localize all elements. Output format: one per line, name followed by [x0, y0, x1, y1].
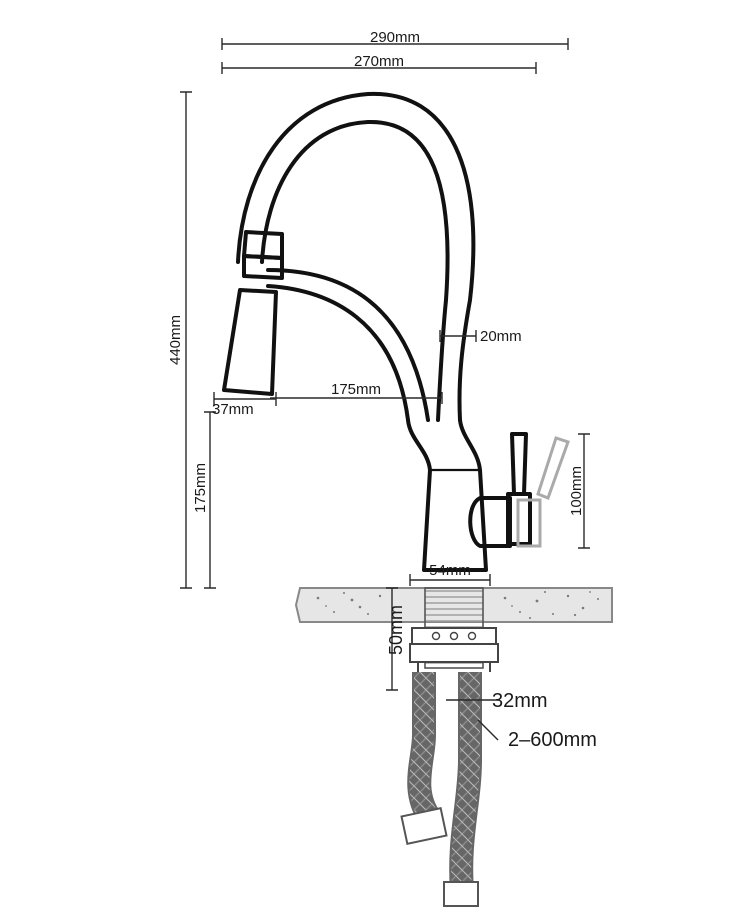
spray-head-diameter-label: 37mm — [212, 401, 254, 418]
hose-width-label: 20mm — [480, 328, 522, 345]
deck-thickness-label: 50mm — [386, 605, 406, 655]
dimension-labels: 290mm 270mm 440mm 20mm 175mm 37mm 175mm … — [167, 29, 597, 751]
hose-nut-icon — [400, 806, 448, 846]
threaded-shank — [409, 587, 499, 672]
washer-hole-icon — [467, 631, 477, 641]
reach-label: 270mm — [354, 53, 404, 70]
washer-hole-icon — [431, 631, 441, 641]
spout-offset-label: 175mm — [331, 381, 381, 398]
shank-diameter-label: 32mm — [492, 690, 548, 712]
braided-hoses — [400, 672, 482, 907]
countertop-speckles — [316, 591, 599, 619]
dimension-lines — [180, 38, 590, 741]
total-height-label: 440mm — [167, 315, 184, 365]
hose-length-label: 2–600mm — [508, 729, 597, 751]
handle-height-label: 100mm — [568, 466, 585, 516]
hose-nut-icon — [443, 881, 479, 907]
washer-hole-icon — [449, 631, 459, 641]
spout-height-label: 175mm — [192, 463, 209, 513]
lever-handle-ghost — [516, 436, 570, 548]
total-width-label: 290mm — [370, 29, 420, 46]
faucet-body — [222, 91, 570, 572]
base-diameter-label: 54mm — [429, 562, 471, 579]
